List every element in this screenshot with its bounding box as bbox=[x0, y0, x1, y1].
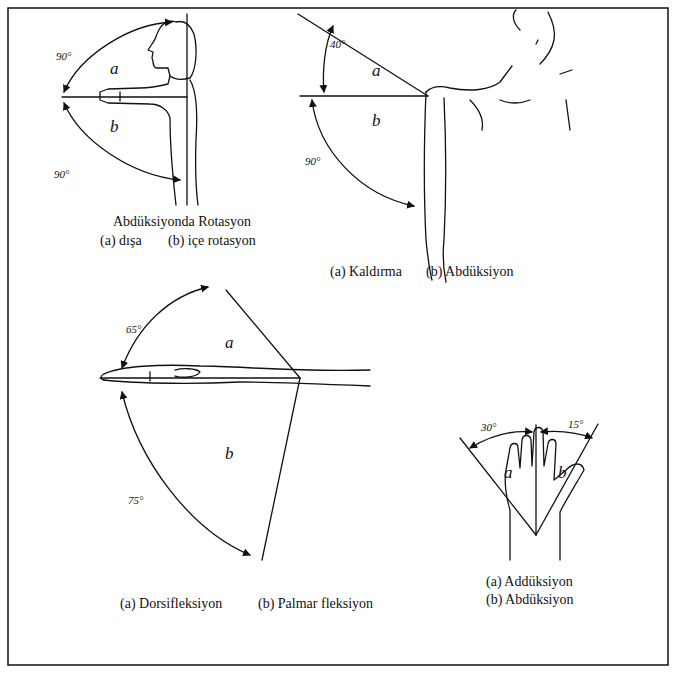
angle-letter: b bbox=[110, 118, 119, 137]
figure-caption: (b) Palmar fleksiyon bbox=[258, 596, 373, 611]
angle-letter: b bbox=[225, 445, 234, 464]
angle-value: 65° bbox=[126, 323, 141, 335]
angle-value: 90° bbox=[54, 168, 69, 180]
angle-letter: a bbox=[372, 62, 381, 81]
abduction-figure bbox=[298, 10, 572, 282]
wrist-deviation-figure bbox=[460, 424, 598, 560]
angle-value: 15° bbox=[568, 418, 583, 430]
figure-caption: (b) Abdüksiyon bbox=[426, 264, 514, 279]
figure-title: Abdüksiyonda Rotasyon bbox=[113, 214, 251, 229]
frame bbox=[8, 8, 668, 665]
angle-value: 30° bbox=[481, 421, 496, 433]
angle-letter: a bbox=[110, 60, 119, 79]
figure-caption: (a) Kaldırma bbox=[330, 264, 402, 279]
wrist-flexion-figure bbox=[100, 287, 370, 560]
figure-caption: (a) Addüksiyon bbox=[486, 574, 573, 589]
angle-value: 90° bbox=[56, 50, 71, 62]
angle-letter: b bbox=[372, 112, 381, 131]
rotation-figure bbox=[62, 14, 198, 205]
angle-value: 75° bbox=[128, 494, 143, 506]
angle-value: 90° bbox=[305, 155, 320, 167]
angle-letter: a bbox=[504, 464, 513, 483]
figure-caption: (a) Dorsifleksiyon bbox=[120, 596, 222, 611]
angle-letter: b bbox=[558, 464, 567, 483]
figure-caption: (a) dışa bbox=[100, 233, 142, 248]
figure-caption: (b) içe rotasyon bbox=[168, 233, 256, 248]
angle-value: 40° bbox=[330, 38, 345, 50]
angle-letter: a bbox=[225, 334, 234, 353]
figure-caption: (b) Abdüksiyon bbox=[486, 592, 574, 607]
